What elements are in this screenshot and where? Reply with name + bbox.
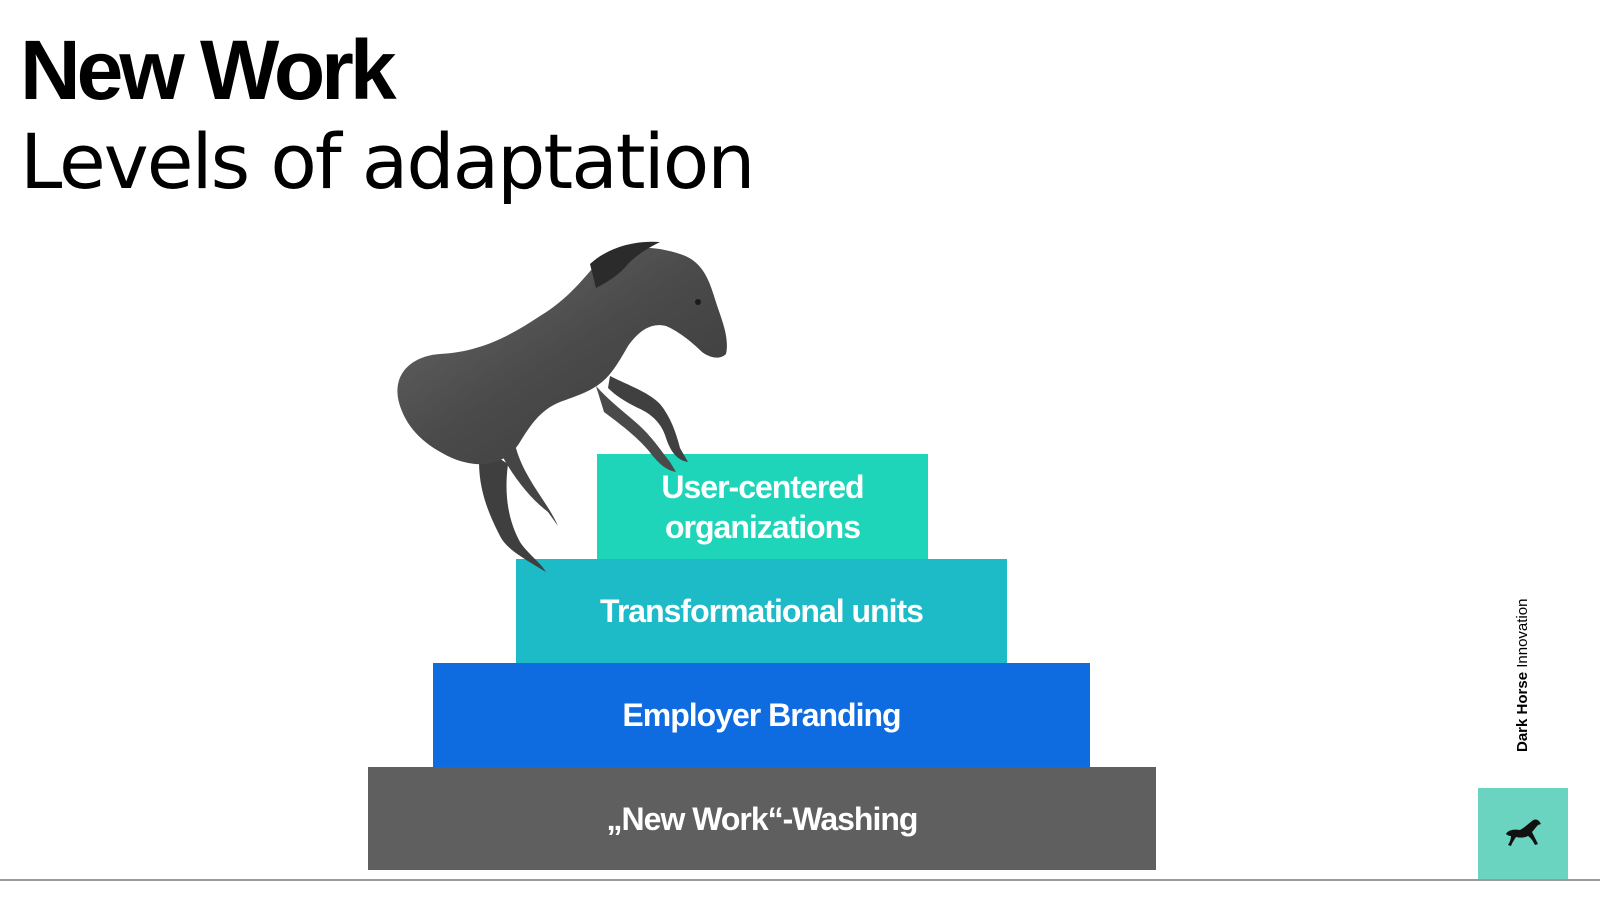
page-title: New Work [20, 23, 397, 117]
pyramid-level-4: User-centered organizations [597, 454, 928, 559]
brand-name-light: Innovation [1514, 598, 1531, 668]
pyramid-level-2-label: Employer Branding [622, 697, 901, 733]
pyramid-level-2: Employer Branding [433, 663, 1090, 767]
pyramid-level-3: Transformational units [516, 559, 1007, 663]
horse-photo [397, 241, 727, 572]
pyramid-level-1: „New Work“-Washing [368, 767, 1156, 870]
brand-logo-box [1478, 788, 1568, 880]
page-subtitle: Levels of adaptation [20, 117, 755, 206]
pyramid-level-1-label: „New Work“-Washing [606, 800, 919, 837]
horse-logo-icon [1506, 819, 1541, 846]
pyramid-level-4-label-line2: organizations [664, 508, 861, 545]
bottom-divider [0, 879, 1600, 881]
pyramid-level-3-label: Transformational units [600, 593, 924, 629]
pyramid-level-4-label-line1: User-centered [661, 468, 864, 505]
brand-name: Dark Horse Innovation [1514, 599, 1532, 752]
brand-name-bold: Dark Horse [1514, 671, 1531, 752]
